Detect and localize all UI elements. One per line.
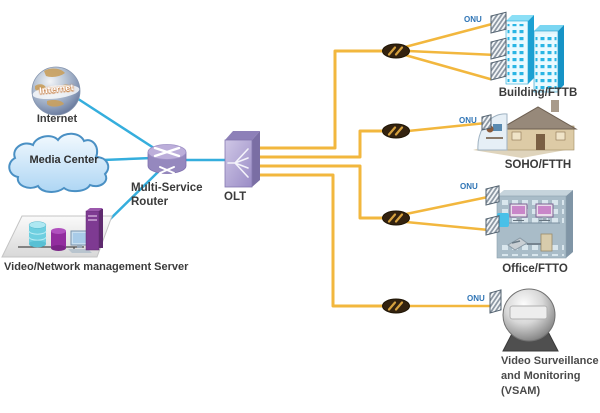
vsam-label-line3: (VSAM)	[501, 385, 541, 397]
office-phone-icon	[507, 237, 528, 251]
multi-service-router-icon	[147, 144, 187, 174]
fiber-line-to-splitter4	[252, 173, 383, 308]
database-cylinder-purple	[51, 228, 66, 251]
onu-icons-building	[490, 11, 507, 81]
onu-label-building: ONU	[464, 15, 482, 24]
internet-globe-icon	[31, 66, 81, 116]
management-server-icon	[1, 208, 113, 258]
vsam-label: Video Surveillance and Monitoring (VSAM)	[501, 354, 600, 399]
server-tower-icon	[85, 208, 103, 251]
olt-label: OLT	[224, 191, 247, 203]
router-label-line2: Router	[131, 196, 169, 208]
vsam-label-line1: Video Surveillance	[501, 355, 599, 367]
fiber-line-to-splitter2	[252, 129, 383, 159]
router-label: Multi-Service Router	[131, 181, 226, 209]
office-ftto-label: Office/FTTO	[502, 263, 568, 275]
media-center-label: Media Center	[29, 154, 99, 166]
office-monitor-2	[535, 203, 554, 221]
splitter-icon-3	[382, 210, 410, 226]
internet-label: Internet	[36, 113, 78, 125]
drop-soho	[406, 121, 488, 133]
onu-label-soho: ONU	[459, 116, 477, 125]
fiber-drop-lines	[403, 22, 498, 308]
olt-icon	[224, 131, 260, 188]
fiber-line-to-splitter3	[252, 164, 383, 220]
drop-building-1	[403, 22, 494, 49]
line-mediacenter-router	[101, 156, 154, 162]
drop-office-1	[404, 195, 490, 216]
soho-ftth-label: SOHO/FTTH	[504, 159, 572, 171]
optical-splitters	[382, 43, 410, 314]
building-fttb-label: Building/FTTB	[498, 87, 578, 99]
fiber-line-to-splitter1	[252, 49, 383, 150]
drop-building-3	[403, 53, 492, 81]
soho-ftth-house-icon	[473, 100, 578, 158]
office-monitor-1	[509, 203, 528, 221]
router-label-line1: Multi-Service	[131, 182, 203, 194]
onu-icon-vsam	[489, 289, 502, 314]
splitter-icon-1	[382, 43, 410, 59]
fiber-trunk-lines	[252, 49, 383, 308]
media-center-cloud-icon	[8, 132, 110, 193]
onu-icon-soho	[481, 114, 492, 131]
vsam-camera-icon	[489, 288, 559, 352]
splitter-icon-2	[382, 123, 410, 139]
database-cylinder-cyan	[28, 221, 47, 248]
drop-building-2	[406, 49, 498, 57]
onu-label-office: ONU	[460, 182, 478, 191]
onu-label-vsam: ONU	[467, 294, 485, 303]
onu-icons-office	[485, 185, 500, 236]
management-server-label: Video/Network management Server	[4, 261, 189, 273]
office-ftto-icon	[485, 185, 573, 259]
line-internet-router	[70, 93, 162, 154]
splitter-icon-4	[382, 298, 410, 314]
drop-office-2	[404, 220, 491, 232]
building-fttb-icon	[505, 15, 564, 93]
vsam-label-line2: and Monitoring	[501, 370, 581, 382]
